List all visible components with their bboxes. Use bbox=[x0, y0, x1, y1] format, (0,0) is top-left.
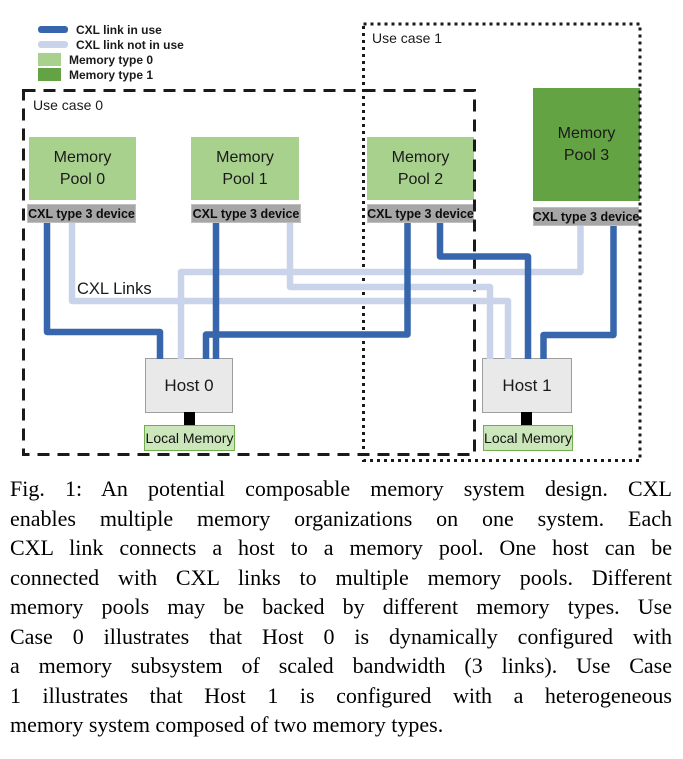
use-case-0-label: Use case 0 bbox=[33, 97, 104, 113]
legend-item: CXL link in use bbox=[38, 22, 184, 37]
caption-line: 1 illustrates that Host 1 is configured … bbox=[10, 682, 672, 708]
link-pool1-host1-not-in-use bbox=[286, 223, 494, 359]
memory-pool-1-device-bar: CXL type 3 device bbox=[191, 204, 301, 223]
memory-pool-2-label: Memory Pool 2 bbox=[391, 149, 450, 188]
legend-item: CXL link not in use bbox=[38, 37, 184, 52]
memory-pool-0-label: Memory Pool 0 bbox=[53, 149, 112, 188]
cxl-link-not-in-use-swatch-icon bbox=[38, 41, 68, 48]
link-pool3-host0-not-in-use bbox=[177, 226, 584, 359]
legend-label: CXL link in use bbox=[76, 22, 162, 37]
link-pool2-host0-in-use bbox=[202, 223, 411, 359]
legend-item: Memory type 0 bbox=[38, 52, 184, 67]
host-1-memory-connector bbox=[521, 412, 532, 426]
host-0-box: Host 0 bbox=[145, 358, 233, 413]
memory-pool-3-label: Memory Pool 3 bbox=[557, 125, 616, 164]
memory-pool-3-box: Memory Pool 3 bbox=[533, 88, 640, 201]
memory-pool-0-box: Memory Pool 0 bbox=[29, 137, 136, 200]
host-0-memory-connector bbox=[184, 412, 195, 426]
memory-pool-0-device-bar: CXL type 3 device bbox=[27, 204, 136, 223]
memory-pool-1-box: Memory Pool 1 bbox=[191, 137, 299, 200]
caption-line: connected with CXL links to multiple mem… bbox=[10, 564, 672, 590]
memory-pool-3-device-bar: CXL type 3 device bbox=[533, 207, 639, 226]
caption-line: CXL link connects a host to a memory poo… bbox=[10, 535, 672, 560]
legend-label: Memory type 0 bbox=[69, 52, 154, 67]
caption-line: Case 0 illustrates that Host 0 is dynami… bbox=[10, 623, 672, 649]
memory-pool-1-label: Memory Pool 1 bbox=[216, 149, 274, 188]
link-pool2-host1-in-use bbox=[436, 223, 532, 359]
host-1-local-memory-box: Local Memory bbox=[483, 425, 573, 451]
caption-line: memory system composed of two memory typ… bbox=[10, 712, 444, 737]
memory-type-0-swatch-icon bbox=[38, 53, 61, 66]
caption-line: memory pools may be backed by different … bbox=[10, 594, 672, 619]
host-1-label: Host 1 bbox=[502, 375, 552, 395]
caption-line: enables multiple memory organizations on… bbox=[10, 505, 672, 531]
cxl-link-in-use-swatch-icon bbox=[38, 26, 68, 33]
legend-item: Memory type 1 bbox=[38, 67, 184, 82]
memory-type-1-swatch-icon bbox=[38, 68, 61, 81]
caption-line: a memory subsystem of scaled bandwidth (… bbox=[10, 653, 672, 678]
host-0-label: Host 0 bbox=[164, 375, 214, 395]
host-0-local-memory-box: Local Memory bbox=[144, 425, 235, 451]
legend-label: Memory type 1 bbox=[69, 67, 154, 82]
cxl-links-label: CXL Links bbox=[77, 280, 152, 298]
link-pool3-host1-in-use bbox=[540, 226, 617, 359]
memory-pool-2-box: Memory Pool 2 bbox=[367, 137, 474, 200]
legend: CXL link in use CXL link not in use Memo… bbox=[38, 22, 184, 82]
figure-caption: Fig. 1: An potential composable memory s… bbox=[10, 476, 672, 742]
memory-pool-2-device-bar: CXL type 3 device bbox=[367, 204, 474, 223]
caption-line: Fig. 1: An potential composable memory s… bbox=[10, 476, 672, 501]
legend-label: CXL link not in use bbox=[76, 37, 184, 52]
host-1-box: Host 1 bbox=[482, 358, 572, 413]
use-case-1-label: Use case 1 bbox=[372, 30, 443, 46]
